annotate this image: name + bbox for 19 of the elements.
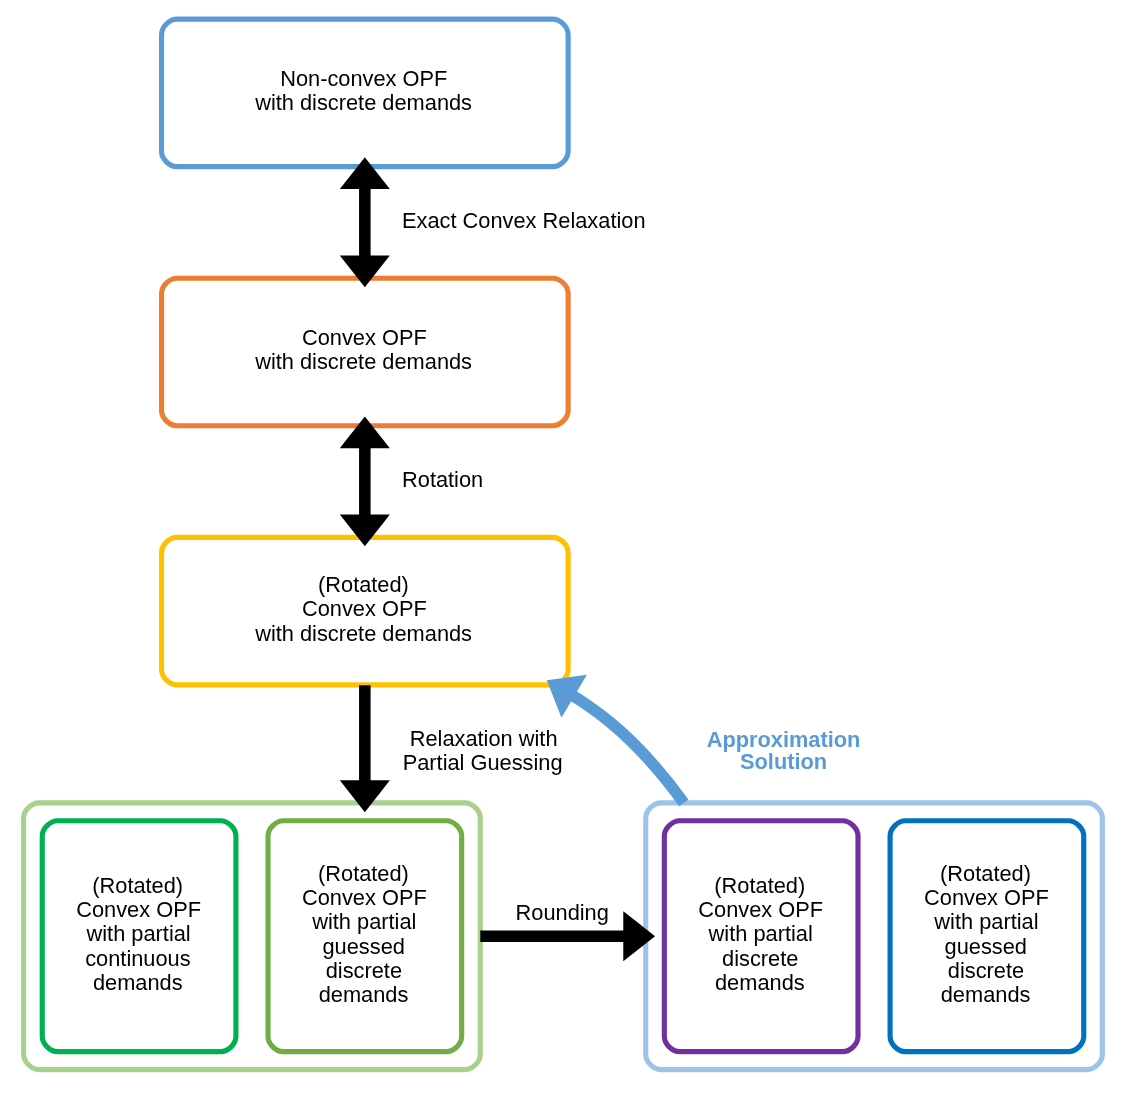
cluster xyxy=(21,799,483,1072)
node-box: (Rotated) Convex OPF with partial guessed discrete demands xyxy=(887,817,1087,1054)
edge-label: Approximation Solution xyxy=(706,726,861,774)
edge-label: Rounding xyxy=(515,899,609,925)
node-box: Non-convex OPF with discrete demands xyxy=(158,16,571,169)
node-box: Convex OPF with discrete demands xyxy=(158,275,571,428)
arrow xyxy=(339,684,390,812)
node-box: (Rotated) Convex OPF with partial continuous demands xyxy=(39,817,239,1054)
edge-label: Rotation xyxy=(402,466,484,492)
node-box: (Rotated) Convex OPF with discrete demands xyxy=(158,534,571,687)
edge-label: Exact Convex Relaxation xyxy=(402,207,646,233)
arrow xyxy=(546,674,689,806)
node-box: (Rotated) Convex OPF with partial guessed discrete demands xyxy=(265,817,465,1054)
arrow xyxy=(339,156,390,287)
node-box: (Rotated) Convex OPF with partial discrete demands xyxy=(661,817,861,1054)
cluster xyxy=(643,799,1105,1072)
edge-label: Relaxation with Partial Guessing xyxy=(402,725,563,775)
arrow xyxy=(339,415,390,546)
arrow xyxy=(480,910,656,961)
